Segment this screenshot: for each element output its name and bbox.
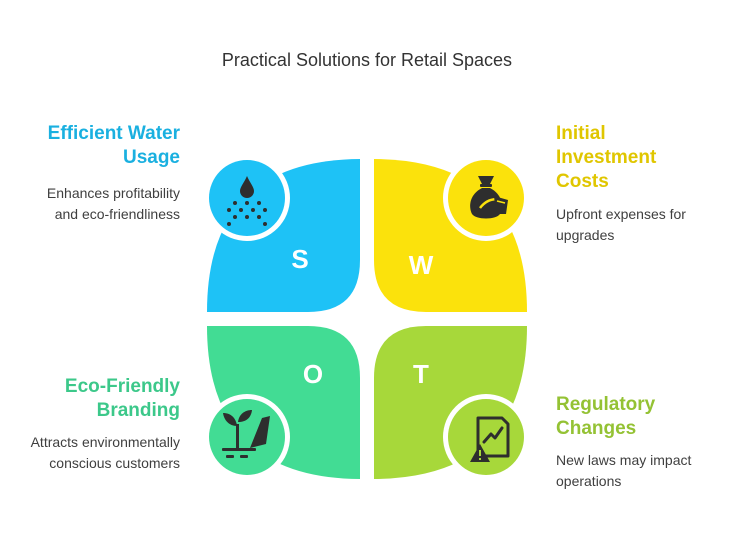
opportunity-description: Attracts environmentally conscious custo… — [30, 434, 180, 471]
opportunity-heading: Eco-Friendly Branding — [64, 376, 180, 421]
threat-description: New laws may impact operations — [556, 452, 692, 489]
threat-heading: Regulatory Changes — [556, 394, 656, 439]
weakness-letter: W — [409, 250, 434, 280]
strength-description: Enhances profitability and eco-friendlin… — [46, 185, 180, 222]
document-warning-icon — [470, 416, 510, 462]
opportunity-quadrant — [207, 326, 360, 479]
weakness-quadrant — [374, 159, 527, 312]
weakness-description: Upfront expenses for upgrades — [556, 206, 686, 243]
threat-quadrant — [374, 326, 527, 479]
weakness-heading: Initial Investment Costs — [556, 123, 657, 192]
money-bag-icon — [470, 176, 508, 219]
page-title: Practical Solutions for Retail Spaces — [221, 50, 513, 70]
strength-heading: Efficient Water Usage — [47, 123, 180, 168]
plant-hand-icon — [222, 410, 270, 458]
strength-letter: S — [291, 244, 308, 274]
threat-icon-circle — [448, 399, 524, 475]
water-drops-icon — [227, 176, 267, 226]
threat-letter: T — [413, 359, 429, 389]
opportunity-icon-circle — [209, 399, 285, 475]
strength-quadrant — [207, 159, 360, 312]
opportunity-letter: O — [303, 359, 323, 389]
